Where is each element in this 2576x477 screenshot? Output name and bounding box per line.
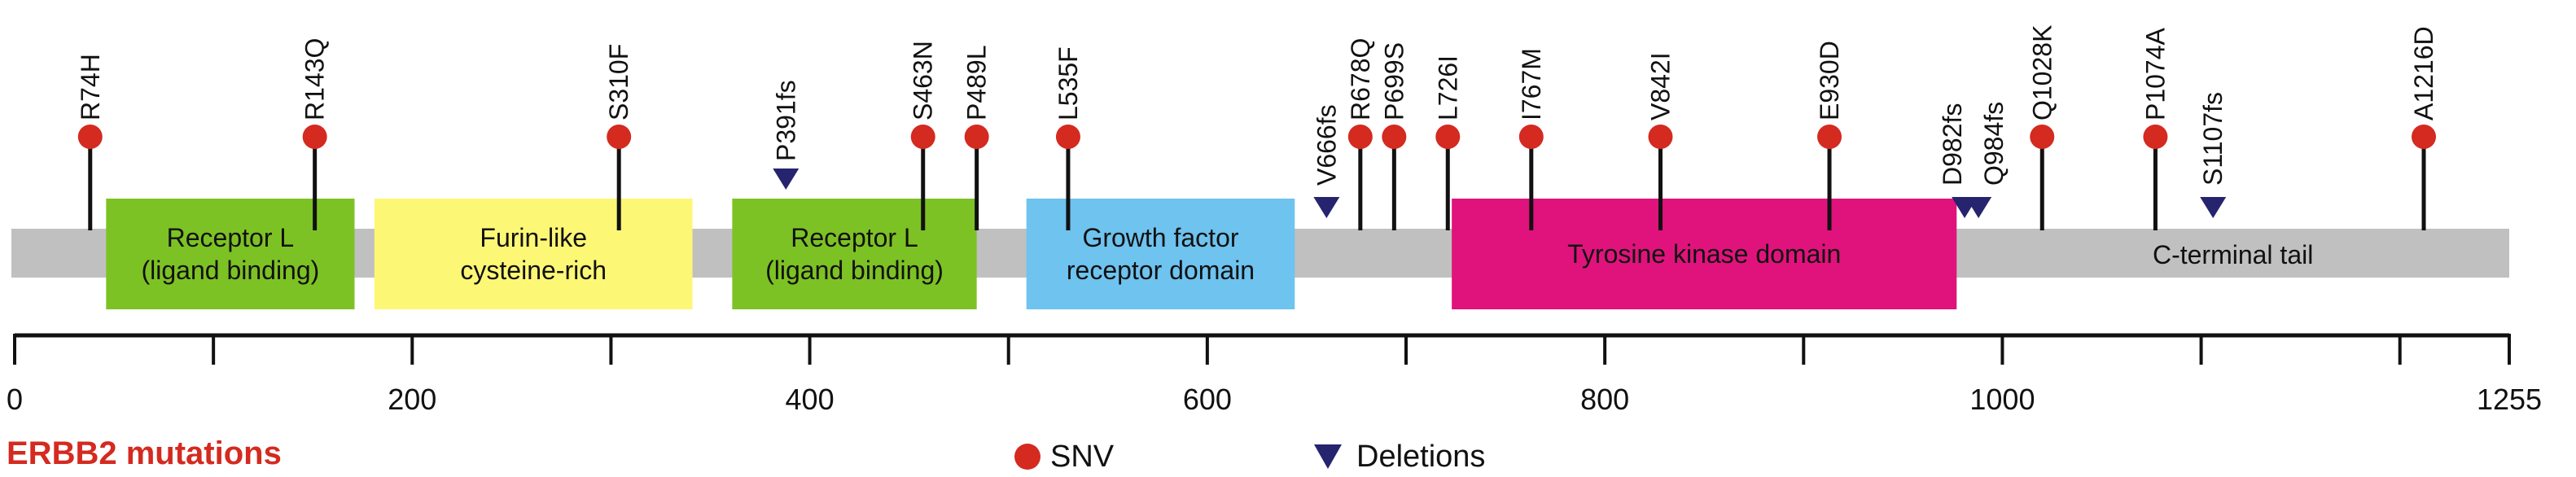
snv-marker-S310F [607,125,632,149]
mutation-label-P1074A: P1074A [2140,27,2170,120]
mutation-label-S310F: S310F [604,44,633,120]
snv-marker-L726I [1435,125,1461,149]
deletion-marker-V666fs [1313,197,1340,218]
domain-label-0-line-0: Receptor L [167,223,295,252]
axis-tick-label-200: 200 [388,383,436,416]
mutation-label-A1216D: A1216D [2409,26,2438,120]
axis-tick-label-1000: 1000 [1969,383,2035,416]
mutation-label-R143Q: R143Q [300,38,330,120]
snv-marker-I767M [1518,125,1544,149]
legend-deletion-marker [1314,444,1342,469]
domain-label-4-line-0: Tyrosine kinase domain [1567,239,1841,269]
mutation-label-L726I: L726I [1433,55,1462,120]
axis-tick-label-1255: 1255 [2477,383,2542,416]
domain-box-2 [732,199,977,309]
mutation-stem-layer [88,137,2426,230]
mutation-marker-layer [77,125,2437,218]
legend-deletion-label: Deletions [1356,440,1485,474]
legend: SNV Deletions [1014,440,1485,474]
mutation-label-Q1028K: Q1028K [2027,25,2057,120]
mutation-label-layer: R74H R143Q S310F P391fs S463N P489L L535F V666f… [76,25,2438,186]
snv-marker-S463N [910,125,935,149]
deletion-marker-Q984fs [1965,197,1992,218]
mutation-label-L535F: L535F [1054,46,1083,120]
snv-marker-E930D [1817,125,1842,149]
mutation-label-P489L: P489L [962,45,992,120]
snv-marker-R143Q [302,125,327,149]
domain-label-1-line-1: cysteine-rich [460,256,607,285]
domain-label-2-line-0: Receptor L [791,223,918,252]
deletion-marker-P391fs [773,168,800,190]
snv-marker-P1074A [2143,125,2168,149]
mutation-label-V842I: V842I [1646,52,1676,120]
axis-tick-label-800: 800 [1580,383,1629,416]
domain-label-0-line-1: (ligand binding) [141,256,319,285]
snv-marker-Q1028K [2030,125,2055,149]
mutation-label-E930D: E930D [1815,41,1844,120]
domain-box-0 [106,199,355,309]
mutation-label-P699S: P699S [1379,42,1408,120]
mutation-label-Q984fs: Q984fs [1979,102,2009,186]
domain-label-5-line-0: C-terminal tail [2153,240,2313,269]
mutation-label-S463N: S463N [909,41,938,120]
mutation-label-P391fs: P391fs [771,80,800,161]
domain-label-2-line-1: (ligand binding) [765,256,944,285]
axis-tick-label-400: 400 [786,383,835,416]
snv-marker-V842I [1648,125,1673,149]
legend-snv-label: SNV [1050,440,1115,474]
domain-label-3-line-1: receptor domain [1067,256,1255,285]
domain-box-1 [374,199,693,309]
figure-title: ERBB2 mutations [7,435,282,471]
domain-box-3 [1026,199,1295,309]
mutation-label-S1107fs: S1107fs [2198,92,2228,186]
position-axis: 0 200 400 600 800 1000 1255 [7,333,2542,416]
legend-snv-marker [1014,444,1040,470]
deletion-marker-S1107fs [2200,197,2227,218]
axis-tick-label-600: 600 [1183,383,1232,416]
mutation-label-I767M: I767M [1517,48,1546,120]
snv-marker-P489L [964,125,989,149]
mutation-label-D982fs: D982fs [1938,103,1967,186]
mutation-label-R74H: R74H [76,54,105,120]
snv-marker-P699S [1382,125,1407,149]
snv-marker-L535F [1055,125,1080,149]
mutation-label-R678Q: R678Q [1346,38,1375,120]
mutation-label-V666fs: V666fs [1312,104,1341,186]
domain-label-1-line-0: Furin-like [480,223,587,252]
axis-tick-label-0: 0 [7,383,23,416]
snv-marker-R74H [77,125,103,149]
snv-marker-R678Q [1347,125,1373,149]
domain-label-3-line-0: Growth factor [1082,223,1238,252]
snv-marker-A1216D [2412,125,2437,149]
domain-box-4 [1452,199,1957,309]
